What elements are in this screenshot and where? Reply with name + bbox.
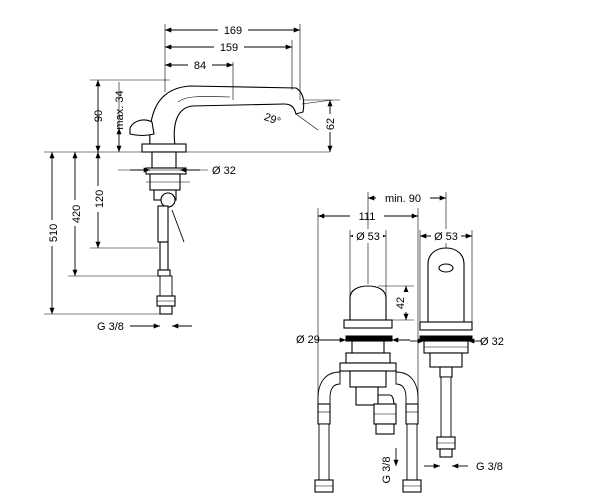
dim-62: 62 [325, 118, 337, 130]
dim-90: 90 [93, 110, 105, 122]
handle-cap [349, 285, 387, 321]
dim-510: 510 [48, 224, 60, 242]
dim-g38-mid: G 3/8 [381, 457, 393, 484]
dim-angle29: 29° [262, 111, 282, 128]
side-view: 169 159 84 90 max. 34 510 420 120 Ø 32 [44, 23, 340, 333]
left-hose-bend [317, 371, 341, 405]
spout-outline [149, 85, 305, 147]
dim-g38-left: G 3/8 [97, 321, 124, 333]
dim-dia32-left: Ø 32 [212, 165, 236, 177]
dim-dia29: Ø 29 [296, 334, 320, 346]
dim-g38-right: G 3/8 [476, 461, 503, 473]
dim-dia32-right: Ø 32 [480, 336, 504, 348]
dim-159: 159 [220, 42, 238, 54]
dim-84: 84 [194, 60, 206, 72]
right-hose-bend [395, 371, 419, 405]
dim-dia53-right: Ø 53 [434, 231, 458, 243]
dim-min90: min. 90 [385, 193, 421, 205]
dim-max34: max. 34 [114, 90, 126, 129]
dim-420: 420 [71, 205, 83, 223]
spout-front-view: Ø 53 Ø 32 G 3/8 [410, 229, 504, 473]
dim-120: 120 [94, 190, 106, 208]
dim-111: 111 [359, 211, 376, 223]
dim-42: 42 [395, 297, 407, 309]
valve-view: 111 min. 90 Ø 53 42 Ø 29 G 3/8 [296, 191, 447, 493]
dim-169: 169 [224, 25, 242, 37]
lever-handle [129, 119, 155, 137]
spout-front [427, 247, 465, 323]
dim-dia53-mid: Ø 53 [356, 231, 380, 243]
